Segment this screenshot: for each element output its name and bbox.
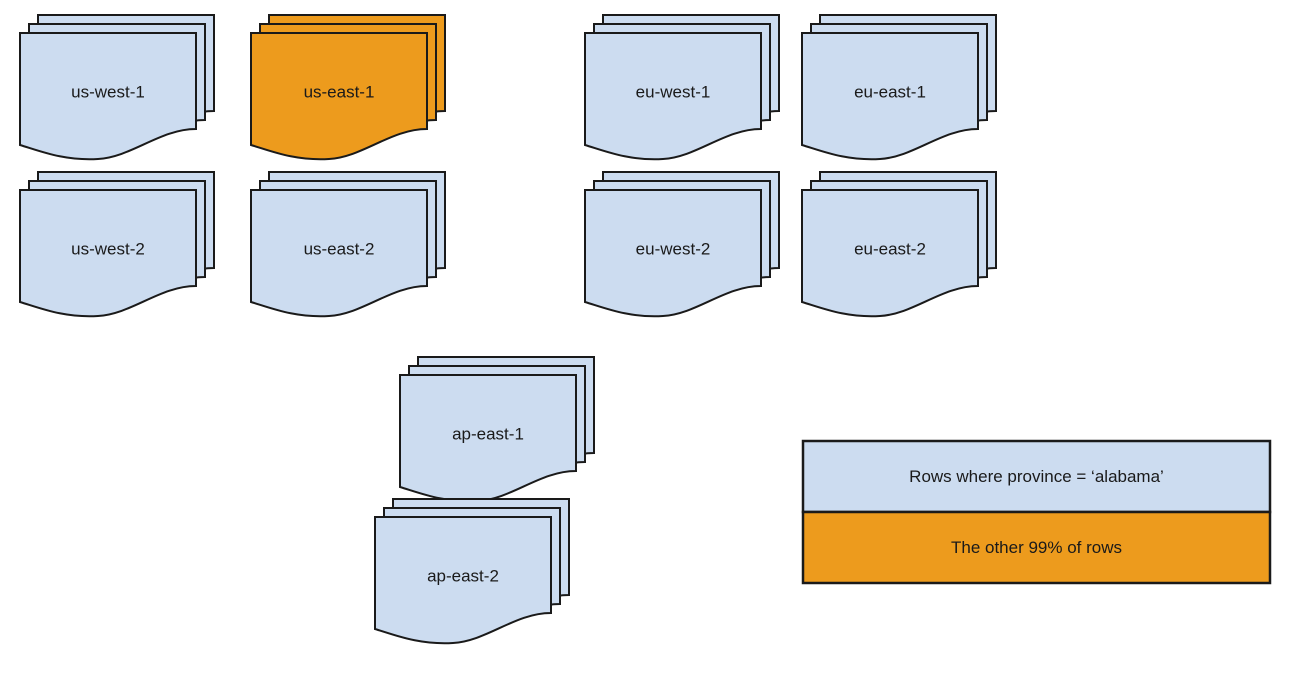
region-stack-eu-west-2[interactable]: eu-west-2: [584, 171, 780, 318]
stack-label-us-west-2: us-west-2: [71, 239, 145, 258]
legend-row-other-label: The other 99% of rows: [951, 538, 1122, 557]
legend-group: Rows where province = ‘alabama’ The other…: [801, 439, 1272, 585]
legend-row-alabama-swatch: [801, 439, 1272, 514]
stack-label-ap-east-2: ap-east-2: [427, 566, 499, 585]
region-stack-ap-east-1[interactable]: ap-east-1: [399, 356, 595, 503]
region-stack-eu-east-1[interactable]: eu-east-1: [801, 14, 997, 161]
stack-label-eu-west-1: eu-west-1: [636, 82, 711, 101]
legend-row-other: The other 99% of rows: [801, 510, 1272, 585]
legend-row-alabama-label: Rows where province = ‘alabama’: [909, 467, 1164, 486]
stack-label-ap-east-1: ap-east-1: [452, 424, 524, 443]
stack-label-us-east-2: us-east-2: [304, 239, 375, 258]
region-stack-ap-east-2[interactable]: ap-east-2: [374, 498, 570, 645]
region-stack-eu-west-1[interactable]: eu-west-1: [584, 14, 780, 161]
region-stack-us-east-2[interactable]: us-east-2: [250, 171, 446, 318]
stack-label-us-west-1: us-west-1: [71, 82, 145, 101]
stack-label-eu-east-1: eu-east-1: [854, 82, 926, 101]
legend-row-other-swatch: [801, 510, 1272, 585]
legend-row-alabama: Rows where province = ‘alabama’: [801, 439, 1272, 514]
stack-label-eu-east-2: eu-east-2: [854, 239, 926, 258]
region-stack-us-east-1[interactable]: us-east-1: [250, 14, 446, 161]
region-stack-us-west-2[interactable]: us-west-2: [19, 171, 215, 318]
region-stack-us-west-1[interactable]: us-west-1: [19, 14, 215, 161]
stack-label-us-east-1: us-east-1: [304, 82, 375, 101]
stack-label-eu-west-2: eu-west-2: [636, 239, 711, 258]
region-stack-eu-east-2[interactable]: eu-east-2: [801, 171, 997, 318]
stacks-group: us-west-1 us-east-1 eu-west-1 eu-east-1 us-w…: [19, 14, 997, 645]
